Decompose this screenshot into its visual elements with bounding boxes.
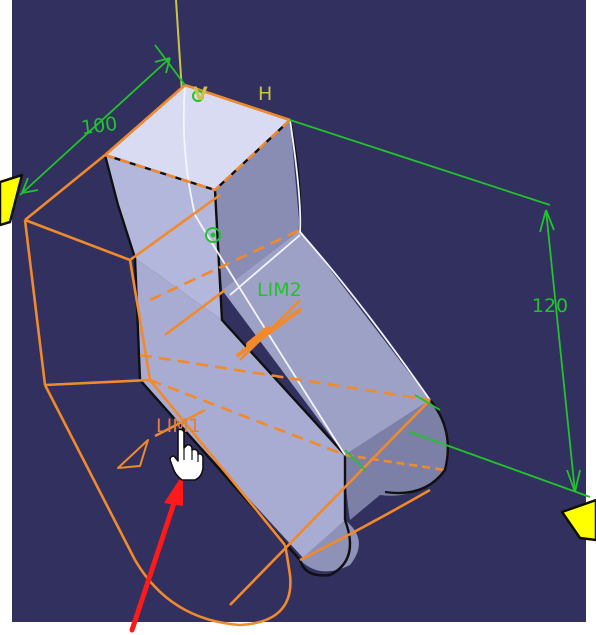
dimension-lines	[19, 44, 591, 498]
solid-slope-face	[222, 230, 430, 455]
solid-highlight-3	[229, 234, 301, 296]
vertical-axis-line	[175, 0, 183, 93]
limit-1-marker[interactable]	[154, 408, 206, 438]
axis-h-label: H	[258, 83, 272, 105]
solid-rounded-end	[345, 400, 448, 520]
red-arrow-icon	[129, 474, 183, 633]
solid-edge-round	[298, 519, 352, 577]
solid-edge-round-top	[384, 399, 449, 495]
solid-leg-front-face	[135, 258, 345, 560]
limit-2-marker[interactable]	[236, 308, 302, 357]
solid-highlight-2	[289, 119, 431, 401]
lim1-label[interactable]: LIM1	[156, 415, 201, 437]
callout-right	[560, 498, 596, 542]
axis-v-label: V	[193, 83, 208, 105]
solid-edge-left	[103, 154, 301, 561]
preview-wireframe	[23, 83, 446, 627]
dimension-100-label[interactable]: 100	[80, 113, 119, 139]
solid-right-face	[215, 120, 300, 290]
anchor-point-icon[interactable]	[205, 227, 221, 243]
dimension-120-label[interactable]: 120	[532, 295, 568, 317]
solid-highlight-1	[182, 84, 346, 456]
callout-left	[0, 173, 24, 227]
origin-point-icon	[192, 90, 204, 102]
solid-top-face	[105, 85, 290, 190]
hand-pointer-icon	[169, 428, 204, 481]
lim2-label[interactable]: LIM2	[257, 279, 302, 301]
